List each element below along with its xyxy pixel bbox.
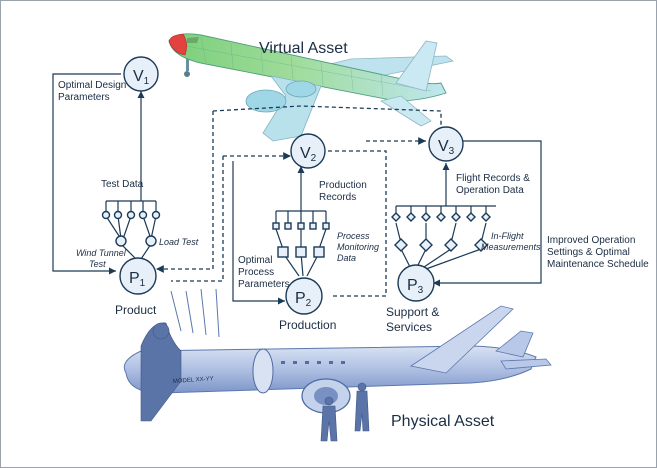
optimal-process-label-2: Process — [238, 267, 274, 278]
improved-operation-label-1: Improved Operation — [547, 235, 635, 246]
svg-text:V1: V1 — [133, 68, 150, 87]
production-records-label-1: Production — [319, 180, 367, 191]
fuselage-marking: MODEL XX-YY — [173, 376, 214, 385]
physical-asset-title: Physical Asset — [391, 413, 495, 430]
support-label-2: Services — [386, 320, 432, 334]
optimal-process-label-3: Parameters — [238, 279, 290, 290]
labels: Optimal Design Parameters Test Data Wind… — [58, 80, 649, 334]
production-label: Production — [279, 318, 336, 332]
production-records-label-2: Records — [319, 192, 356, 203]
in-flight-label-2: Measurements — [481, 242, 541, 252]
support-label-1: Support & — [386, 305, 439, 319]
top-dashed-link — [212, 105, 442, 126]
node-p1: P1 — [119, 257, 157, 295]
node-v2: V2 — [290, 133, 326, 169]
load-test-label: Load Test — [159, 237, 199, 247]
production-sensor-leaves — [272, 222, 330, 258]
svg-text:P2: P2 — [295, 290, 312, 309]
virtual-aircraft-illustration — [168, 33, 454, 142]
improved-operation-label-3: Maintenance Schedule — [547, 259, 649, 270]
in-flight-label-1: In-Flight — [491, 231, 524, 241]
flight-records-label-2: Operation Data — [456, 185, 524, 196]
node-p2: P2 — [285, 277, 323, 315]
wind-tunnel-label-1: Wind Tunnel — [76, 248, 127, 258]
connectors — [52, 73, 542, 305]
test-sensor-leaves — [101, 210, 161, 247]
svg-text:V2: V2 — [300, 145, 317, 164]
product-label: Product — [115, 303, 157, 317]
optimal-design-label-2: Parameters — [58, 92, 110, 103]
node-p3: P3 — [397, 264, 435, 302]
process-monitoring-label-1: Process — [337, 231, 370, 241]
physical-aircraft-illustration — [123, 288, 552, 442]
node-v1: V1 — [123, 56, 159, 92]
svg-text:V3: V3 — [438, 138, 455, 157]
process-monitoring-label-3: Data — [337, 253, 356, 263]
virtual-asset-title: Virtual Asset — [259, 40, 348, 57]
optimal-process-label-1: Optimal — [238, 255, 272, 266]
process-monitoring-label-2: Monitoring — [337, 242, 379, 252]
flight-sensor-leaves — [391, 212, 491, 252]
optimal-design-arrow — [52, 73, 121, 275]
svg-text:P3: P3 — [407, 277, 424, 296]
optimal-process-arrow — [232, 161, 285, 305]
improved-operation-label-2: Settings & Optimal — [547, 247, 630, 258]
flight-records-label-1: Flight Records & — [456, 173, 530, 184]
v-to-p1-dashed — [156, 111, 214, 273]
svg-text:P1: P1 — [129, 270, 146, 289]
wind-tunnel-label-2: Test — [89, 259, 106, 269]
improved-operation-arrow — [433, 140, 542, 287]
node-v3: V3 — [428, 126, 464, 162]
optimal-design-label-1: Optimal Design — [58, 80, 126, 91]
test-data-label: Test Data — [101, 179, 144, 190]
